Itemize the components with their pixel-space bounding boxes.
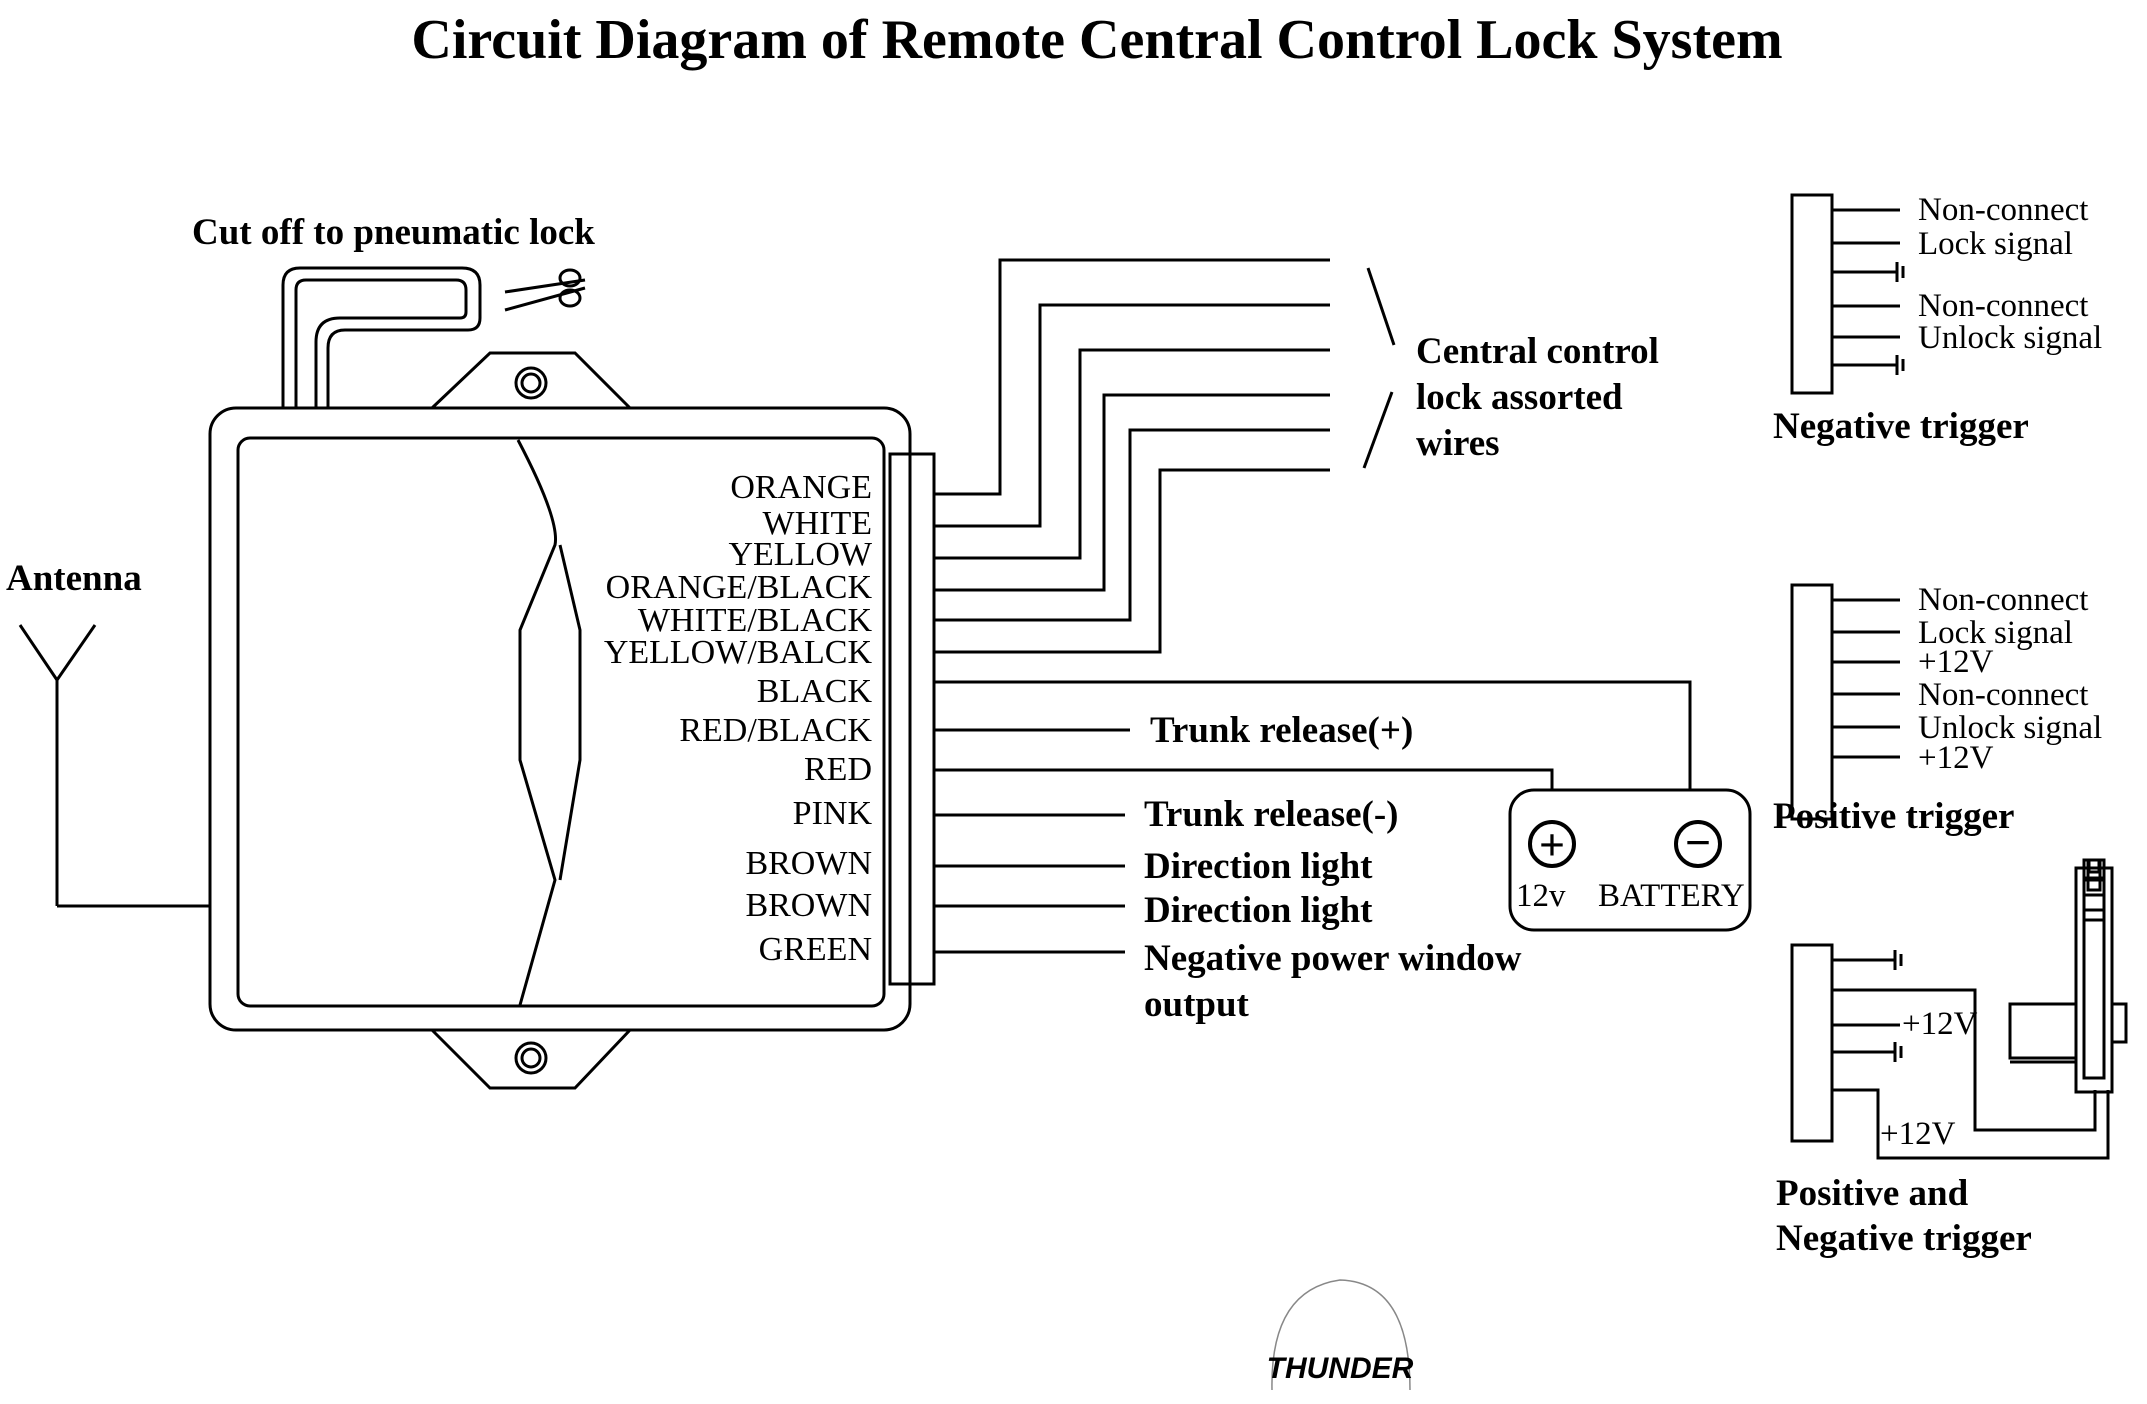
wire-label-white: WHITE bbox=[762, 505, 872, 542]
svg-text:Unlock signal: Unlock signal bbox=[1918, 320, 2102, 356]
output-wires bbox=[934, 680, 1692, 954]
svg-text:Non-connect: Non-connect bbox=[1918, 288, 2088, 324]
svg-text:Unlock signal: Unlock signal bbox=[1918, 710, 2102, 746]
wire-label-white-black: WHITE/BLACK bbox=[638, 602, 873, 639]
scissors-icon bbox=[504, 268, 586, 312]
trunk-release-negative-label: Trunk release(-) bbox=[1144, 794, 1399, 835]
svg-text:Central control: Central control bbox=[1416, 331, 1659, 372]
svg-text:+12V: +12V bbox=[1918, 740, 1994, 776]
negative-trigger-title: Negative trigger bbox=[1773, 406, 2029, 447]
svg-text:Non-connect: Non-connect bbox=[1918, 582, 2088, 618]
pos-neg-trigger-diagram: +12V +12V bbox=[1790, 943, 2110, 1160]
svg-text:Non-connect: Non-connect bbox=[1918, 192, 2088, 228]
direction-light-label-2: Direction light bbox=[1144, 890, 1373, 931]
svg-text:+12V: +12V bbox=[1918, 644, 1994, 680]
battery: + − 12v BATTERY bbox=[1508, 788, 1752, 932]
power-window-label-2: output bbox=[1144, 984, 1250, 1025]
central-lock-label: Central control lock assorted wires bbox=[1416, 331, 1659, 464]
ground-icon bbox=[1893, 1042, 1903, 1062]
wire-label-green: GREEN bbox=[759, 931, 872, 968]
pos-neg-voltage-1: +12V bbox=[1902, 1006, 1978, 1042]
pos-neg-voltage-2: +12V bbox=[1880, 1116, 1956, 1152]
wire-color-labels: ORANGE WHITE YELLOW ORANGE/BLACK WHITE/B… bbox=[604, 469, 873, 968]
wire-label-yellow-black: YELLOW/BALCK bbox=[604, 634, 873, 671]
central-lock-wires bbox=[934, 258, 1396, 654]
trunk-release-positive-label: Trunk release(+) bbox=[1150, 710, 1413, 751]
wire-label-red-black: RED/BLACK bbox=[679, 712, 872, 749]
direction-light-label-1: Direction light bbox=[1144, 846, 1373, 887]
ground-icon bbox=[1893, 950, 1903, 970]
ground-icon bbox=[1895, 355, 1905, 375]
control-unit bbox=[208, 351, 936, 1090]
page-title: Circuit Diagram of Remote Central Contro… bbox=[411, 9, 1782, 71]
wire-label-yellow: YELLOW bbox=[728, 536, 872, 573]
plus-terminal-icon bbox=[1528, 820, 1576, 868]
antenna-icon bbox=[18, 624, 210, 908]
pos-neg-trigger-title-2: Negative trigger bbox=[1776, 1218, 2032, 1259]
battery-label: BATTERY bbox=[1598, 878, 1745, 914]
ground-icon bbox=[1895, 262, 1905, 282]
power-window-label-1: Negative power window bbox=[1144, 938, 1522, 979]
wire-label-brown-1: BROWN bbox=[745, 845, 872, 882]
battery-voltage: 12v bbox=[1516, 878, 1566, 914]
minus-terminal-icon bbox=[1674, 820, 1722, 868]
positive-trigger-diagram: Non-connect Lock signal +12V Non-connect… bbox=[1790, 582, 2102, 821]
svg-text:lock assorted: lock assorted bbox=[1416, 377, 1623, 418]
door-actuator-icon bbox=[2008, 858, 2128, 1094]
svg-text:+: + bbox=[1539, 819, 1565, 870]
wire-label-black: BLACK bbox=[757, 673, 873, 710]
wire-label-orange-black: ORANGE/BLACK bbox=[606, 569, 873, 606]
svg-text:−: − bbox=[1685, 817, 1711, 868]
positive-trigger-title: Positive trigger bbox=[1773, 796, 2014, 837]
logo-text: THUNDER bbox=[1267, 1352, 1414, 1385]
svg-text:wires: wires bbox=[1416, 423, 1500, 464]
svg-text:Lock signal: Lock signal bbox=[1918, 226, 2073, 262]
negative-trigger-diagram: Non-connect Lock signal Non-connect Unlo… bbox=[1790, 192, 2102, 395]
wire-label-pink: PINK bbox=[793, 795, 873, 832]
svg-text:Non-connect: Non-connect bbox=[1918, 677, 2088, 713]
brand-logo: THUNDER bbox=[1267, 1279, 1414, 1391]
pneumatic-lock-loop-inner bbox=[294, 278, 468, 408]
wire-label-brown-2: BROWN bbox=[745, 887, 872, 924]
antenna-label: Antenna bbox=[6, 558, 142, 599]
wire-label-orange: ORANGE bbox=[730, 469, 872, 506]
wire-label-red: RED bbox=[804, 751, 872, 788]
cut-off-label: Cut off to pneumatic lock bbox=[192, 212, 595, 253]
svg-text:Lock signal: Lock signal bbox=[1918, 615, 2073, 651]
pneumatic-lock-loop bbox=[281, 266, 482, 408]
pos-neg-trigger-title-1: Positive and bbox=[1776, 1173, 1969, 1214]
